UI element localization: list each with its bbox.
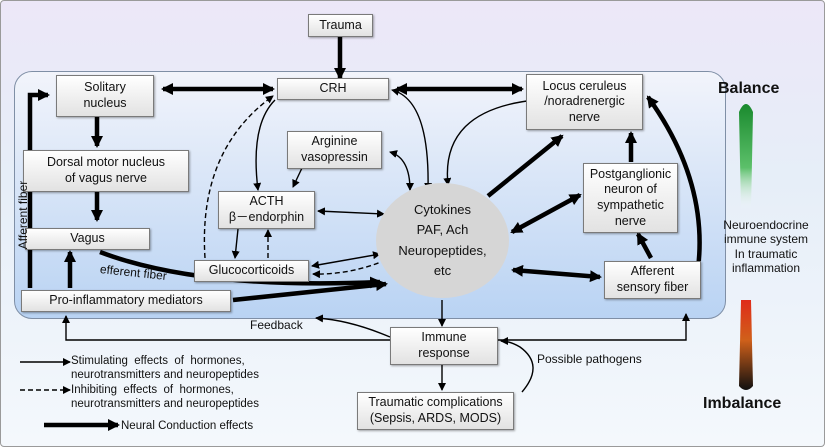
dorsal-motor-nucleus-box: Dorsal motor nucleus of vagus nerve bbox=[23, 150, 189, 192]
crh-label: CRH bbox=[319, 81, 347, 96]
arrow-locus-cytokines bbox=[443, 96, 536, 186]
cytokines-label: Cytokines PAF, Ach Neuropeptides, etc bbox=[398, 202, 487, 278]
locus-ceruleus-label: Locus ceruleus /noradrenergic nerve bbox=[542, 78, 627, 124]
arginine-vasopressin-box: Arginine vasopressin bbox=[287, 131, 382, 169]
arrow-crh-cytokines bbox=[391, 87, 433, 191]
arrow-acth-glucocorticoids bbox=[231, 228, 240, 259]
proinflammatory-mediators-label: Pro-inflammatory mediators bbox=[49, 293, 203, 308]
arrow-afferent-postganglionic bbox=[636, 232, 653, 260]
balance-gradient-bar bbox=[739, 104, 753, 210]
trauma-box: Trauma bbox=[308, 14, 373, 37]
arrow-afferent-solitary bbox=[27, 89, 50, 288]
possible-pathogens-label: Possible pathogens bbox=[537, 352, 642, 366]
arrow-crh-acth bbox=[253, 99, 276, 191]
arrow-immune-feedback bbox=[315, 314, 391, 338]
afferent-fiber-label: Afferent fiber bbox=[16, 180, 30, 250]
feedback-label: Feedback bbox=[250, 318, 303, 332]
solitary-nucleus-box: Solitary nucleus bbox=[56, 75, 154, 117]
dorsal-motor-nucleus-label: Dorsal motor nucleus of vagus nerve bbox=[46, 155, 166, 185]
glucocorticoids-box: Glucocorticoids bbox=[194, 260, 309, 282]
legend-stimulating-text: Stimulating effects of hormones, neurotr… bbox=[71, 355, 259, 382]
postganglionic-box: Postganglionic neuron of sympathetic ner… bbox=[583, 163, 678, 233]
arrow-immune-feedback-right bbox=[498, 313, 690, 341]
imbalance-gradient-bar bbox=[739, 300, 753, 390]
arrow-vasopressin-acth bbox=[292, 167, 303, 188]
arrow-glucocorticoids-crh bbox=[203, 95, 274, 259]
afferent-sensory-fiber-label: Afferent sensory fiber bbox=[616, 264, 689, 294]
vagus-box: Vagus bbox=[25, 228, 150, 250]
acth-label: ACTH β－endorphin bbox=[228, 194, 305, 224]
cytokines-ellipse: Cytokines PAF, Ach Neuropeptides, etc bbox=[376, 183, 509, 298]
traumatic-complications-box: Traumatic complications (Sepsis, ARDS, M… bbox=[357, 392, 514, 430]
acth-box: ACTH β－endorphin bbox=[218, 191, 315, 229]
legend-inhibiting-text: Inhibiting effects of hormones, neurotra… bbox=[71, 384, 259, 411]
arrow-pathogens-immune bbox=[500, 337, 534, 393]
locus-ceruleus-box: Locus ceruleus /noradrenergic nerve bbox=[526, 74, 643, 130]
immune-response-label: Immune response bbox=[418, 330, 470, 360]
arrow-proinflammatory-cytokines bbox=[232, 279, 388, 303]
arrow-acth-cytokines bbox=[317, 207, 385, 218]
arrow-cytokines-postganglionic bbox=[510, 193, 582, 234]
crh-box: CRH bbox=[277, 78, 389, 100]
postganglionic-label: Postganglionic neuron of sympathetic ner… bbox=[589, 166, 672, 228]
arrow-vasopressin-cytokines bbox=[389, 150, 414, 191]
traumatic-complications-label: Traumatic complications (Sepsis, ARDS, M… bbox=[368, 395, 503, 425]
immune-response-box: Immune response bbox=[390, 327, 498, 365]
legend-neural-text: Neural Conduction effects bbox=[121, 420, 254, 432]
imbalance-label: Imbalance bbox=[703, 395, 782, 412]
balance-label: Balance bbox=[718, 80, 780, 97]
proinflammatory-mediators-box: Pro-inflammatory mediators bbox=[21, 290, 231, 312]
arrow-cytokines-glucocorticoids bbox=[312, 259, 387, 279]
trauma-label: Trauma bbox=[319, 17, 362, 32]
scale-caption: Neuroendocrine immune system In traumati… bbox=[723, 218, 809, 276]
arrow-immune-feedback-left bbox=[62, 315, 390, 341]
vagus-label: Vagus bbox=[70, 231, 105, 246]
stimulating-arrows bbox=[20, 87, 690, 393]
inhibiting-arrows bbox=[20, 95, 387, 394]
afferent-sensory-fiber-box: Afferent sensory fiber bbox=[604, 261, 701, 299]
solitary-nucleus-label: Solitary nucleus bbox=[83, 80, 127, 110]
arginine-vasopressin-label: Arginine vasopressin bbox=[301, 134, 368, 164]
glucocorticoids-label: Glucocorticoids bbox=[208, 263, 295, 278]
arrow-glucocorticoids-cytokines bbox=[311, 251, 381, 269]
arrow-cytokines-locus bbox=[486, 134, 564, 198]
arrow-cytokines-afferent bbox=[511, 264, 602, 283]
